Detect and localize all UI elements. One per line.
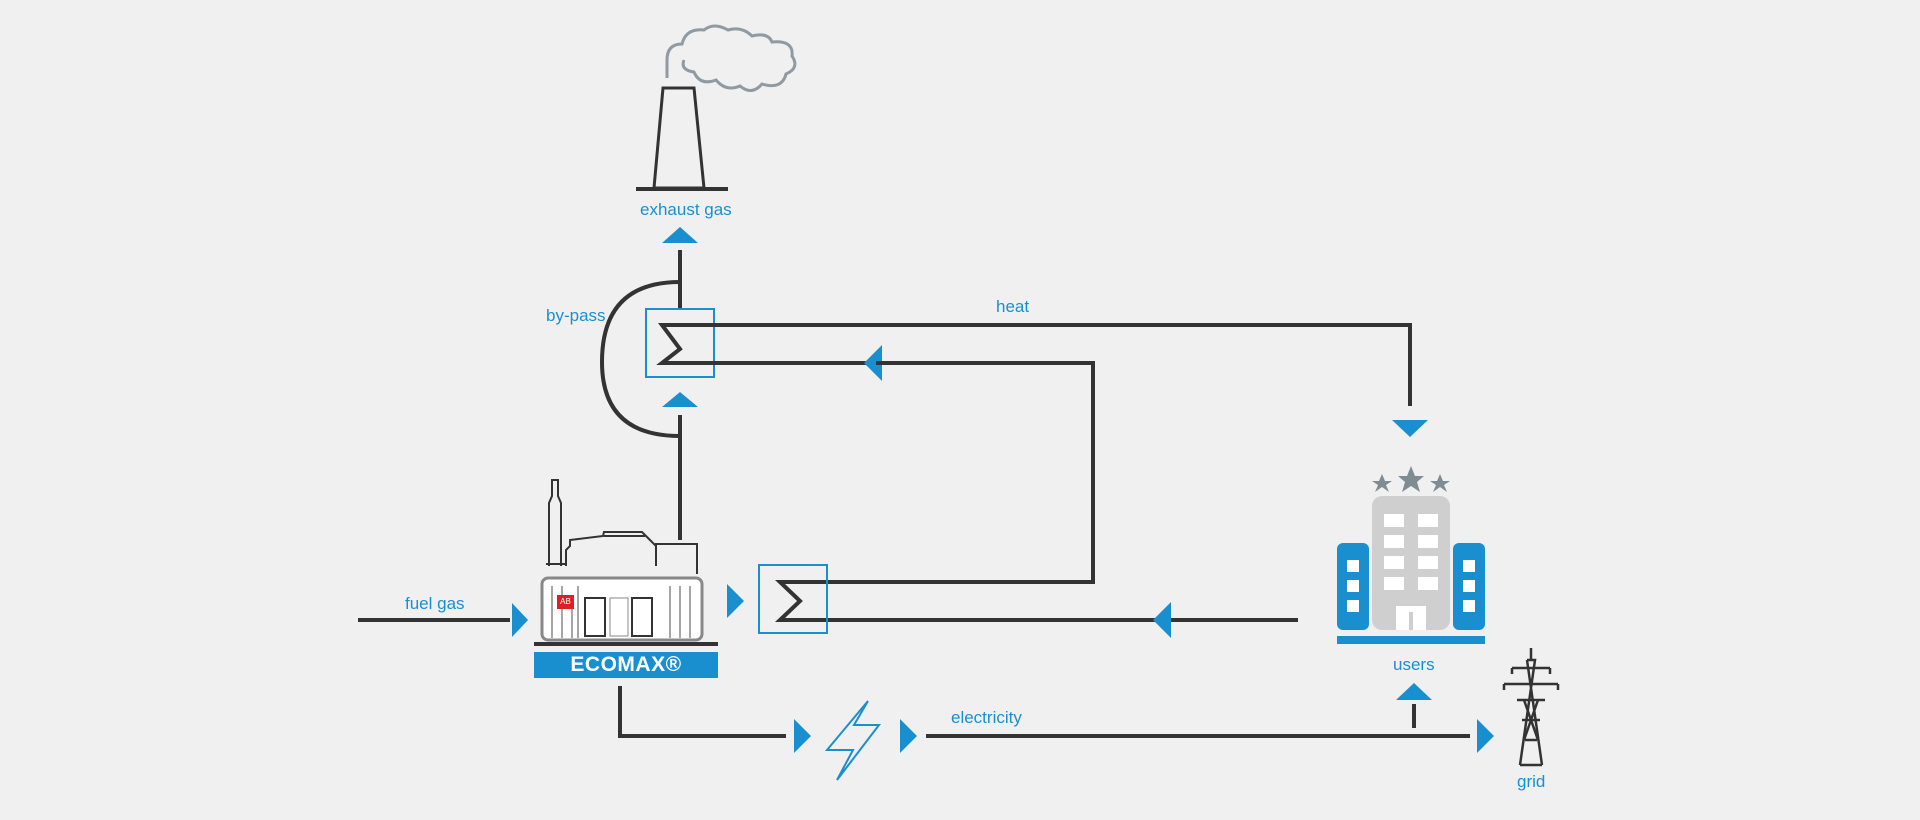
heat-arrow-down [1392,420,1428,437]
fuel-gas-label: fuel gas [405,594,465,613]
engine-to-hx-arrow-up [662,392,698,407]
heat-exchanger-top [645,308,715,378]
hotel-building-icon [1337,466,1485,644]
users-arrow-up [1396,683,1432,700]
bypass-label: by-pass [546,306,606,325]
heat-label: heat [996,297,1030,316]
chimney-icon [636,86,728,191]
return-line [774,361,1298,622]
power-pylon-icon [1502,648,1560,767]
electricity-arrow-2 [900,719,917,753]
return-arrow-top [864,345,882,381]
heat-exchanger-top-coil [656,323,1412,406]
engine-badge-label: AB [560,597,571,606]
exhaust-gas-label: exhaust gas [640,200,732,219]
lightning-bolt-icon [824,700,882,781]
engine-brand-label: ECOMAX® [570,653,682,676]
star-icon [1372,466,1450,492]
engine-electricity-line [618,686,786,738]
smoke-cloud-icon [665,24,797,92]
cogeneration-engine-icon [534,479,718,678]
grid-arrow [1477,719,1494,753]
users-label: users [1393,655,1435,674]
return-arrow-bottom [1153,602,1171,638]
grid-label: grid [1517,772,1546,791]
electricity-arrow-1 [794,719,811,753]
engine-to-hx-arrow-right [727,584,744,618]
electricity-label: electricity [951,708,1022,727]
bypass-line [599,280,681,438]
fuel-gas-arrow [512,603,528,637]
heat-exchanger-bottom [758,564,828,634]
exhaust-arrow-up [662,227,698,243]
